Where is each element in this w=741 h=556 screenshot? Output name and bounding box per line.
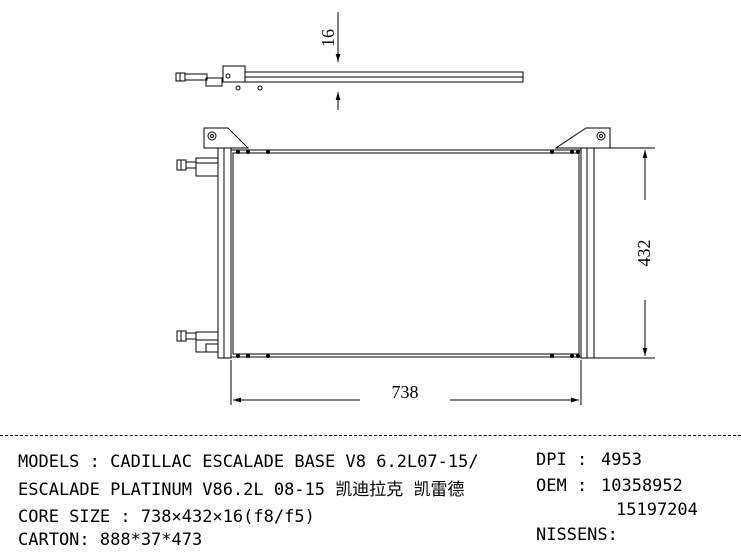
nissens-label: NISSENS: xyxy=(536,525,618,545)
width-label: 738 xyxy=(392,382,419,402)
spec-panel: MODELS : CADILLAC ESCALADE BASE V8 6.2L0… xyxy=(0,435,741,556)
carton: CARTON: 888*37*473 xyxy=(18,530,203,550)
height-label: 432 xyxy=(634,240,654,267)
dpi-value: 4953 xyxy=(601,450,642,470)
dpi-label: DPI : xyxy=(536,450,588,470)
models-line-2: ESCALADE PLATINUM V86.2L 08-15 凯迪拉克 凯雷德 xyxy=(18,480,465,500)
width-dimension xyxy=(230,360,582,405)
height-dimension xyxy=(594,147,655,359)
rivets xyxy=(236,150,580,358)
front-view xyxy=(176,127,611,359)
oem-value-2: 15197204 xyxy=(616,500,698,520)
side-view xyxy=(175,65,524,91)
oem-value-1: 10358952 xyxy=(601,476,683,496)
models-line-1: MODELS : CADILLAC ESCALADE BASE V8 6.2L0… xyxy=(18,452,479,472)
thickness-dimension xyxy=(326,12,350,110)
oem-label: OEM : xyxy=(536,476,588,496)
thickness-label: 16 xyxy=(318,29,338,47)
condenser-technical-drawing: 16 xyxy=(175,12,655,405)
core-size: CORE SIZE : 738×432×16(f8/f5) xyxy=(18,507,315,527)
